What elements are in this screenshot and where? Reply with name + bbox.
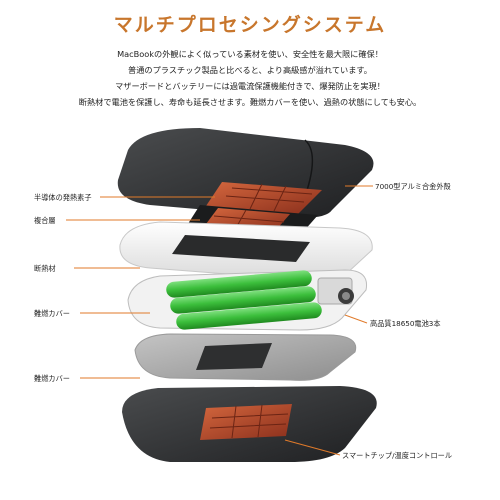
label-insulation: 断熱材: [34, 264, 56, 273]
insulation-frame: [119, 221, 373, 282]
label-flame-cover-lower: 難燃カバー: [34, 374, 70, 383]
bottom-shell: [122, 386, 377, 462]
label-flame-cover-upper: 難燃カバー: [34, 309, 70, 318]
lower-flame-cover: [134, 333, 357, 381]
label-smart-chip: スマートチップ/温度コントロール: [342, 451, 453, 460]
description-line: MacBookの外観によく似っている素材を使い、安全性を最大限に確保！: [117, 49, 383, 59]
leader-lines: [66, 185, 373, 456]
label-battery-cells: 高品質18650電池3本: [370, 319, 441, 328]
label-composite-layer: 複合層: [34, 216, 56, 225]
description-line: 断熱材で電池を保護し、寿命も延長させます。難燃カバーを使い、過熱の状態にしても安…: [78, 97, 422, 107]
battery-tray: [127, 269, 368, 331]
heater-sheet-upper: [206, 182, 322, 214]
label-heating-element: 半導体の発熱素子: [34, 193, 92, 202]
description-line: 普通のプラスチック製品と比べると、より高級感が溢れています。: [128, 65, 372, 75]
label-aluminium-shell: 7000型アルミ合金外殻: [375, 182, 451, 191]
page-title: マルチプロセシングシステム: [113, 14, 387, 36]
description-line: マザーボードとバッテリーには過電流保護機能付きで、爆発防止を実現！: [115, 81, 385, 91]
